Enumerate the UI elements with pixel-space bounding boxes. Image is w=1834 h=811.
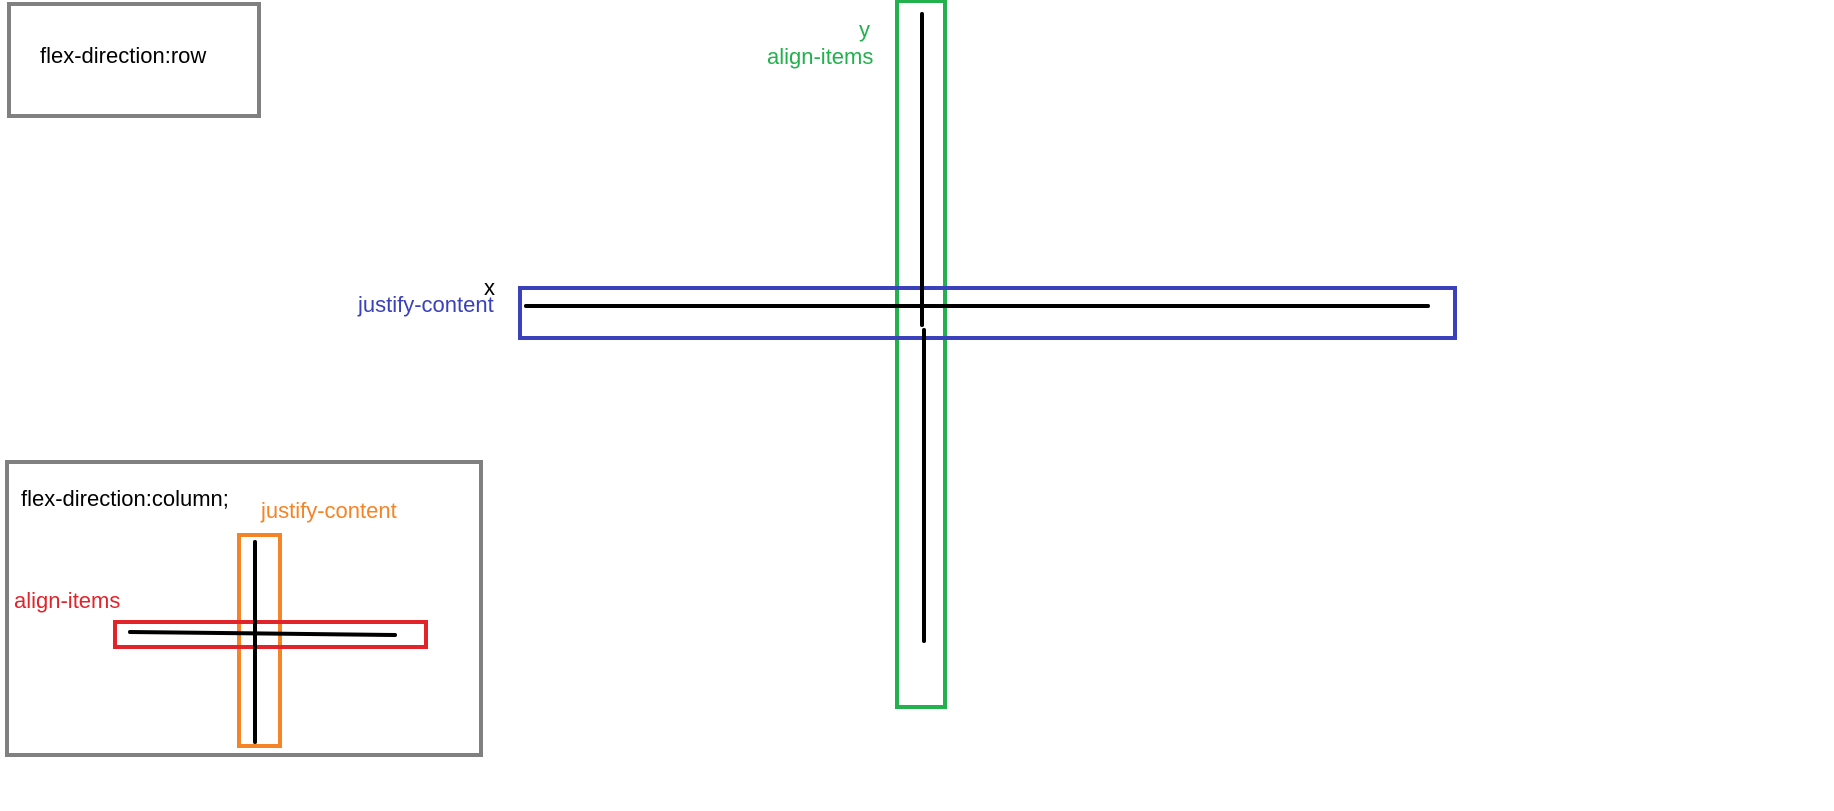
column-panel-box	[5, 460, 483, 757]
y-axis-label: y	[859, 17, 870, 42]
column-align-items-label: align-items	[14, 588, 120, 613]
align-items-label: align-items	[767, 44, 873, 69]
x-axis-label: x	[484, 275, 495, 300]
column-horizontal-line	[128, 630, 397, 637]
column-label: flex-direction:column;	[21, 486, 229, 511]
column-justify-content-box	[237, 533, 282, 748]
align-items-box	[895, 0, 947, 709]
row-label: flex-direction:row	[40, 43, 206, 68]
row-label-box	[7, 2, 261, 118]
justify-content-box	[518, 286, 1457, 340]
column-align-items-box	[113, 620, 428, 649]
justify-content-label: justify-content	[357, 292, 494, 317]
column-justify-content-label: justify-content	[260, 498, 397, 523]
